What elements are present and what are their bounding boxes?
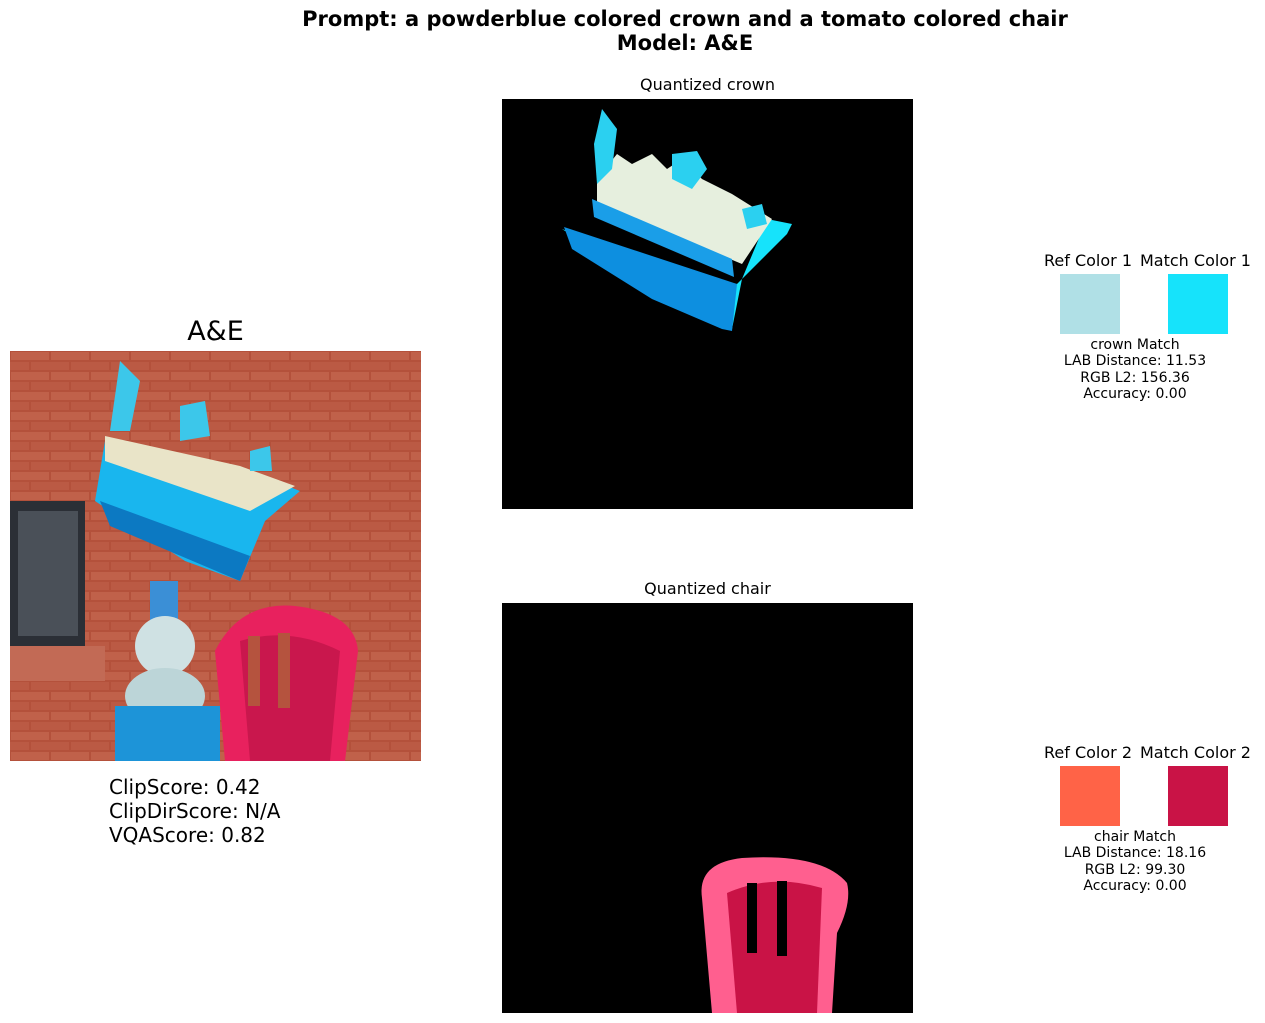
vqa-score: VQAScore: 0.82 — [109, 823, 266, 847]
quantized-chair-image — [502, 603, 913, 1013]
chair-lab-distance: LAB Distance: 18.16 — [1063, 845, 1207, 861]
match-color-2-label: Match Color 2 — [1140, 743, 1251, 762]
match-color-2-swatch — [1168, 766, 1228, 826]
quantized-chair-title: Quantized chair — [644, 579, 771, 598]
generated-image — [10, 351, 421, 761]
model-title: Model: A&E — [616, 31, 754, 55]
match-color-1-label: Match Color 1 — [1140, 251, 1251, 270]
quantized-crown-image — [502, 99, 913, 509]
match-color-1-swatch — [1168, 274, 1228, 334]
ref-color-1-label: Ref Color 1 — [1044, 251, 1132, 270]
quantized-crown-title: Quantized crown — [640, 75, 775, 94]
ref-color-2-label: Ref Color 2 — [1044, 743, 1132, 762]
ref-color-2-swatch — [1060, 766, 1120, 826]
clip-dir-score: ClipDirScore: N/A — [109, 799, 281, 823]
chair-match-label: chair Match — [1094, 829, 1176, 845]
crown-accuracy: Accuracy: 0.00 — [1083, 386, 1187, 402]
crown-rgb-l2: RGB L2: 156.36 — [1080, 370, 1190, 386]
chair-accuracy: Accuracy: 0.00 — [1083, 878, 1187, 894]
crown-lab-distance: LAB Distance: 11.53 — [1063, 353, 1207, 369]
clip-score: ClipScore: 0.42 — [109, 775, 261, 799]
chair-rgb-l2: RGB L2: 99.30 — [1084, 862, 1186, 878]
ref-color-1-swatch — [1060, 274, 1120, 334]
crown-match-label: crown Match — [1090, 337, 1180, 353]
generated-image-title: A&E — [187, 316, 244, 347]
prompt-title: Prompt: a powderblue colored crown and a… — [302, 7, 1068, 31]
